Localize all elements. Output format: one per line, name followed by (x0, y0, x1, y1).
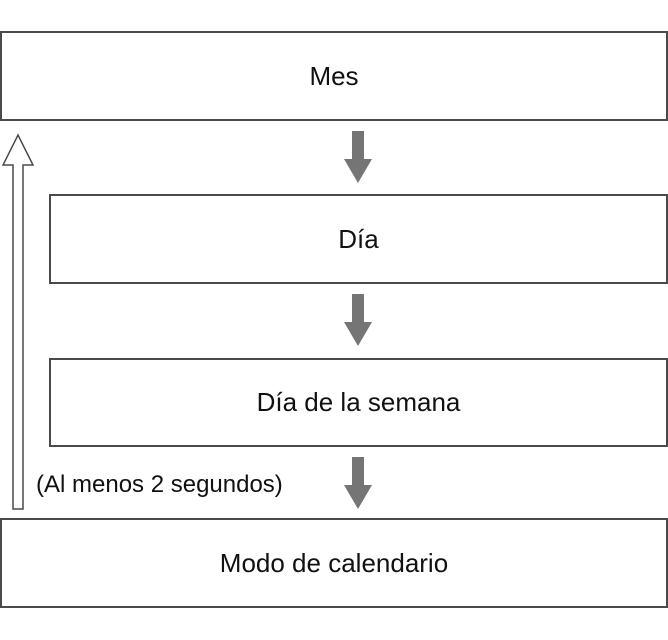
down-arrow-icon (344, 294, 372, 346)
step-label-modo-de-calendario: Modo de calendario (219, 547, 449, 578)
step-box-dia: Día (49, 194, 668, 284)
step-box-modo-de-calendario: Modo de calendario (0, 518, 668, 608)
down-arrow-icon (344, 131, 372, 183)
step-label-dia: Día (338, 223, 379, 254)
step-label-dia-de-la-semana: Día de la semana (256, 387, 461, 417)
up-arrow-icon (2, 133, 35, 510)
step-label-mes: Mes (309, 60, 359, 91)
return-note: (Al menos 2 segundos) (36, 471, 283, 498)
step-box-mes: Mes (0, 31, 668, 121)
step-box-dia-de-la-semana: Día de la semana (49, 358, 668, 447)
down-arrow-icon (344, 457, 372, 509)
